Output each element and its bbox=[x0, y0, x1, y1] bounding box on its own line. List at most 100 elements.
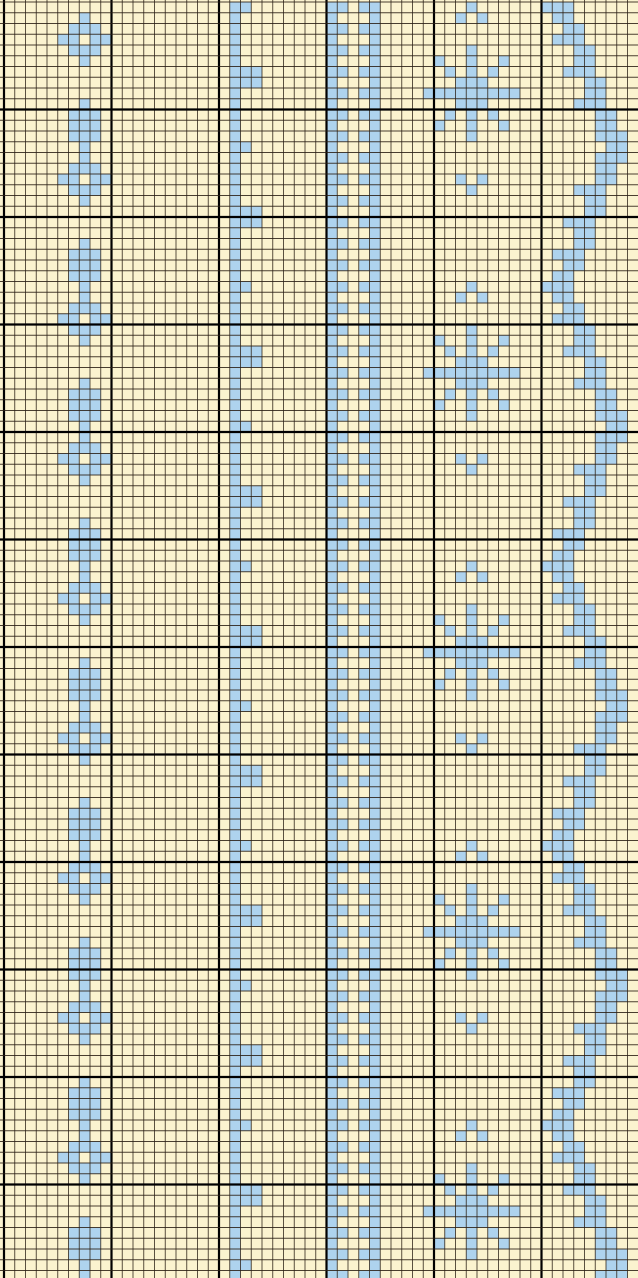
stitch-cell bbox=[230, 464, 241, 475]
stitch-cell bbox=[563, 572, 574, 583]
stitch-cell bbox=[230, 819, 241, 830]
stitch-cell bbox=[585, 787, 596, 798]
stitch-cell bbox=[327, 486, 338, 497]
stitch-cell bbox=[90, 884, 101, 895]
stitch-cell bbox=[101, 34, 112, 45]
stitch-cell bbox=[79, 378, 90, 389]
stitch-cell bbox=[79, 1131, 90, 1142]
stitch-cell bbox=[327, 1217, 338, 1228]
stitch-cell bbox=[370, 744, 381, 755]
stitch-cell bbox=[585, 905, 596, 916]
stitch-cell bbox=[370, 916, 381, 927]
stitch-cell bbox=[327, 1249, 338, 1260]
stitch-cell bbox=[585, 647, 596, 658]
stitch-cell bbox=[101, 1152, 112, 1163]
stitch-cell bbox=[574, 1163, 585, 1174]
stitch-cell bbox=[585, 1163, 596, 1174]
stitch-cell bbox=[230, 163, 241, 174]
stitch-cell bbox=[69, 722, 80, 733]
stitch-cell bbox=[574, 518, 585, 529]
stitch-cell bbox=[370, 550, 381, 561]
stitch-cell bbox=[337, 454, 348, 465]
stitch-cell bbox=[585, 368, 596, 379]
stitch-cell bbox=[337, 518, 348, 529]
stitch-cell bbox=[327, 884, 338, 895]
stitch-cell bbox=[434, 120, 445, 131]
stitch-cell bbox=[552, 841, 563, 852]
stitch-cell bbox=[79, 1088, 90, 1099]
stitch-cell bbox=[370, 432, 381, 443]
stitch-cell bbox=[585, 1023, 596, 1034]
stitch-cell bbox=[574, 325, 585, 336]
stitch-cell bbox=[230, 873, 241, 884]
stitch-cell bbox=[337, 45, 348, 56]
stitch-cell bbox=[434, 56, 445, 67]
stitch-cell bbox=[79, 959, 90, 970]
stitch-cell bbox=[466, 2, 477, 13]
stitch-cell bbox=[230, 1077, 241, 1088]
stitch-cell bbox=[617, 712, 628, 723]
stitch-cell bbox=[423, 368, 434, 379]
stitch-cell bbox=[251, 776, 262, 787]
stitch-cell bbox=[466, 1163, 477, 1174]
stitch-cell bbox=[230, 335, 241, 346]
stitch-cell bbox=[337, 1249, 348, 1260]
stitch-cell bbox=[477, 572, 488, 583]
stitch-cell bbox=[230, 45, 241, 56]
stitch-cell bbox=[359, 174, 370, 185]
stitch-cell bbox=[359, 303, 370, 314]
stitch-cell bbox=[241, 1195, 252, 1206]
stitch-cell bbox=[477, 357, 488, 368]
stitch-cell bbox=[230, 615, 241, 626]
stitch-cell bbox=[359, 1013, 370, 1024]
stitch-cell bbox=[595, 647, 606, 658]
stitch-cell bbox=[585, 1217, 596, 1228]
stitch-cell bbox=[574, 34, 585, 45]
stitch-cell bbox=[595, 131, 606, 142]
stitch-cell bbox=[359, 239, 370, 250]
stitch-cell bbox=[563, 1152, 574, 1163]
stitch-cell bbox=[488, 368, 499, 379]
stitch-cell bbox=[251, 916, 262, 927]
stitch-cell bbox=[445, 389, 456, 400]
stitch-cell bbox=[327, 1174, 338, 1185]
stitch-cell bbox=[230, 948, 241, 959]
stitch-cell bbox=[617, 421, 628, 432]
stitch-cell bbox=[79, 325, 90, 336]
stitch-cell bbox=[477, 851, 488, 862]
stitch-cell bbox=[241, 142, 252, 153]
stitch-cell bbox=[337, 733, 348, 744]
stitch-cell bbox=[585, 916, 596, 927]
stitch-cell bbox=[585, 1195, 596, 1206]
stitch-cell bbox=[90, 185, 101, 196]
stitch-cell bbox=[552, 314, 563, 325]
stitch-cell bbox=[241, 1120, 252, 1131]
stitch-cell bbox=[466, 615, 477, 626]
stitch-cell bbox=[563, 260, 574, 271]
stitch-cell bbox=[585, 464, 596, 475]
stitch-cell bbox=[230, 443, 241, 454]
stitch-cell bbox=[327, 303, 338, 314]
stitch-cell bbox=[230, 1099, 241, 1110]
stitch-cell bbox=[585, 604, 596, 615]
stitch-cell bbox=[370, 518, 381, 529]
stitch-cell bbox=[574, 1217, 585, 1228]
stitch-cell bbox=[359, 325, 370, 336]
stitch-cell bbox=[90, 443, 101, 454]
stitch-cell bbox=[370, 1238, 381, 1249]
stitch-cell bbox=[79, 1142, 90, 1153]
stitch-cell bbox=[241, 67, 252, 78]
stitch-cell bbox=[552, 2, 563, 13]
stitch-cell bbox=[327, 400, 338, 411]
stitch-cell bbox=[327, 765, 338, 776]
stitch-cell bbox=[69, 443, 80, 454]
stitch-cell bbox=[595, 937, 606, 948]
stitch-cell bbox=[79, 1217, 90, 1228]
stitch-cell bbox=[370, 1271, 381, 1278]
stitch-cell bbox=[327, 755, 338, 766]
stitch-cell bbox=[69, 744, 80, 755]
stitch-cell bbox=[230, 841, 241, 852]
stitch-cell bbox=[477, 1217, 488, 1228]
stitch-cell bbox=[585, 744, 596, 755]
